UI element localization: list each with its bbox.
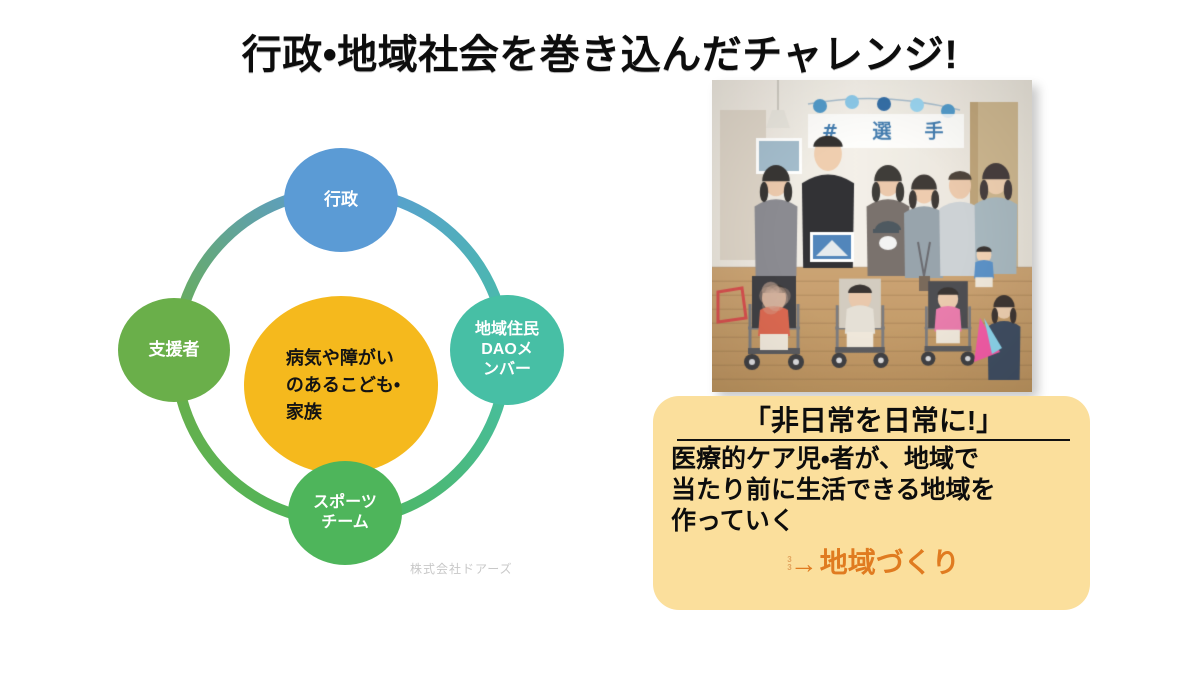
diagram-node-sports-team[interactable]: スポーツ チーム (288, 461, 402, 565)
diagram-watermark: 株式会社ドアーズ (410, 560, 513, 577)
message-callout-box: 「非日常を日常に!」 医療的ケア児・者が、地域で 当たり前に生活できる地域を 作… (653, 396, 1090, 610)
diagram-node-supporter-label: 支援者 (149, 339, 200, 360)
diagram-node-community-dao-label: 地域住民 DAOメ ンバー (475, 320, 539, 380)
diagram-node-gyosei-label: 行政 (324, 189, 358, 210)
message-line-2: 当たり前に生活できる地域を (671, 475, 1076, 506)
message-line-3: 作っていく (671, 506, 1076, 537)
diagram-node-community-dao[interactable]: 地域住民 DAOメ ンバー (450, 295, 564, 405)
message-headline: 「非日常を日常に!」 (671, 404, 1076, 438)
message-conclusion: 3 3 →地域づくり (671, 541, 1076, 581)
page-title: 行政•地域社会を巻き込んだチャレンジ! (0, 22, 1200, 80)
diagram-node-supporter[interactable]: 支援者 (118, 298, 230, 402)
diagram-node-sports-team-label: スポーツ チーム (313, 493, 377, 533)
cycle-diagram: 病気や障がい のあるこども• 家族 行政 地域住民 DAOメ ンバー スポーツ … (90, 130, 630, 590)
group-photo-image (712, 80, 1032, 392)
diagram-center-node[interactable]: 病気や障がい のあるこども• 家族 (244, 296, 438, 474)
right-arrow-icon: → (790, 548, 818, 580)
message-line-1: 医療的ケア児・者が、地域で (671, 444, 1076, 475)
diagram-center-label: 病気や障がい のあるこども• 家族 (282, 345, 400, 426)
message-conclusion-text: 地域づくり (820, 547, 960, 578)
headline-underline (677, 439, 1070, 441)
diagram-node-gyosei[interactable]: 行政 (284, 148, 398, 252)
group-photo (712, 80, 1032, 392)
